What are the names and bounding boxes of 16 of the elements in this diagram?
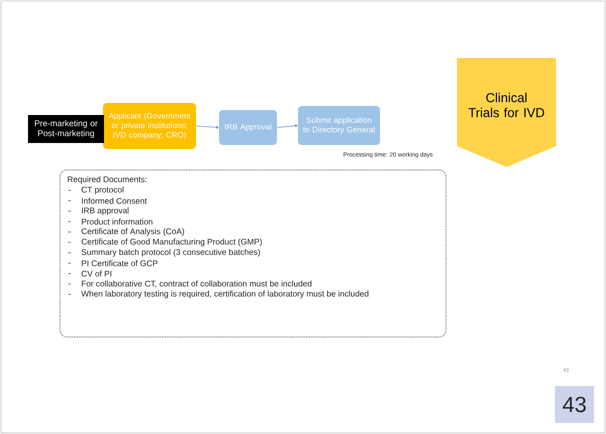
list-item: Certificate of Analysis (CoA) [82,228,184,236]
list-item: Certificate of Good Manufacturing Product (GMP) [82,238,262,246]
list-item: PI Certificate of GCP [82,260,158,266]
page-number-box: 43 [555,386,594,423]
label-box: Pre-marketing or Post-marketing [28,114,104,143]
document-list-box [60,170,446,338]
list-item: Summary batch protocol (3 consecutive batches) [82,248,260,257]
list-item: CT protocol [82,186,124,194]
list-item: Product information [82,218,152,225]
list-item: IRB approval [82,207,128,216]
title-banner: Clinical Trials for IVD [457,58,556,167]
list-item: For collaborative CT, contract of collaboration must be included [82,280,312,288]
list-item: CV of PI [82,270,112,277]
list-item: When laboratory testing is required, certification of laboratory must be included [81,290,368,298]
list-heading: Required Documents: [68,176,146,184]
list-item: Informed Consent [82,198,147,204]
